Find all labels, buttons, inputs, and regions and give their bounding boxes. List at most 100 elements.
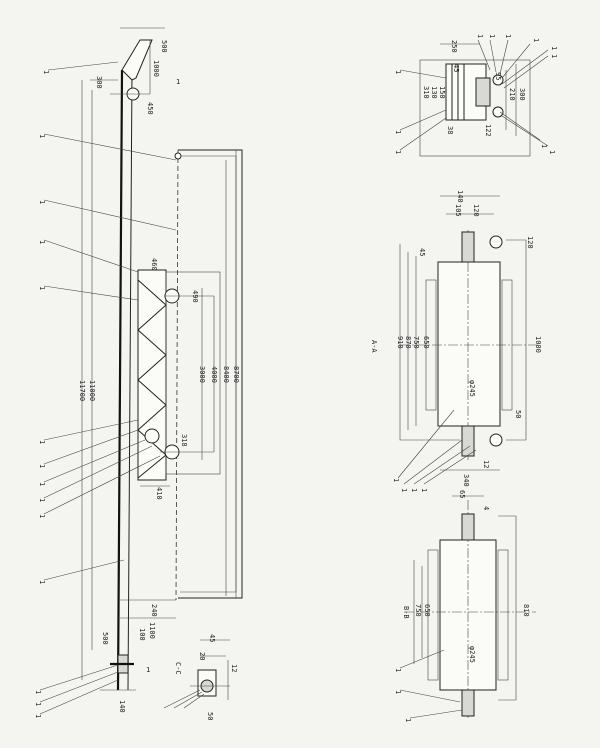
guide-dashed-line: [175, 149, 179, 601]
guard-box: [165, 271, 221, 475]
dim-500-top: 500: [160, 40, 168, 53]
callout-8: 1: [38, 482, 46, 486]
dim-4000: 4000: [210, 366, 218, 383]
a-dim-diameter: φ245: [468, 380, 476, 397]
a-dim-120-top: 120: [472, 204, 480, 217]
svg-text:1: 1: [420, 488, 428, 492]
a-label: A-A: [370, 340, 378, 353]
upper-hook: [174, 152, 182, 160]
section-mark-top: 1: [176, 78, 180, 86]
b-dim-810: 810: [522, 604, 530, 617]
a-bottom-bearing: [489, 433, 503, 447]
a-dim-870: 870: [404, 336, 412, 349]
dim-318: 318: [180, 434, 188, 447]
top-detail-wheel-a: [492, 74, 504, 86]
svg-text:1: 1: [404, 718, 412, 722]
top-detail-view: 250 45 310 130 150 210 300 122 95 38 1 1…: [394, 34, 558, 157]
svg-text:1: 1: [488, 34, 496, 38]
dim-240: 240: [150, 604, 158, 617]
callout-1: 1: [42, 70, 50, 74]
b-leaders: [399, 649, 463, 719]
dim-8700: 8700: [232, 366, 240, 383]
b-right-plate: [497, 549, 509, 681]
dim-3000: 3000: [198, 366, 206, 383]
b-label: B-B: [402, 606, 410, 619]
dim-1000: 1000: [152, 60, 160, 77]
svg-text:1: 1: [532, 38, 540, 42]
svg-text:1: 1: [394, 690, 402, 694]
a-top-shaft: [461, 231, 475, 263]
b-left-plate: [427, 549, 439, 681]
callout-7: 1: [38, 464, 46, 468]
callout-5: 1: [38, 286, 46, 290]
b-callouts: 1 1 1: [394, 668, 412, 722]
dim-140: 140: [118, 700, 126, 713]
svg-text:1: 1: [394, 70, 402, 74]
a-dim-140: 140: [456, 190, 464, 203]
svg-text:1: 1: [394, 150, 402, 154]
callout-4: 1: [38, 240, 46, 244]
b-bottom-shaft: [461, 689, 475, 717]
a-leaders: [397, 409, 477, 485]
c-dim-50: 50: [206, 712, 214, 720]
top-detail-wheel-b: [492, 106, 504, 118]
middle-roller: [144, 428, 160, 444]
c-leaders: [163, 689, 205, 709]
svg-text:1: 1: [550, 46, 558, 50]
truss-frame: [137, 269, 167, 481]
main-elevation-view: 11700 11000 1000 300 500 450 460 490 300…: [34, 27, 243, 718]
top-dim-95: 95: [494, 72, 502, 80]
callout-14: 1: [34, 714, 42, 718]
svg-text:1: 1: [400, 488, 408, 492]
a-dim-45: 45: [418, 248, 426, 256]
column-outer-line: [116, 69, 124, 691]
callout-12: 1: [34, 690, 42, 694]
dim-1100: 1100: [148, 622, 156, 639]
dim-410: 410: [155, 487, 163, 500]
a-dim-650: 650: [422, 336, 430, 349]
c-label: C-C: [174, 662, 182, 675]
dim-300: 300: [95, 76, 103, 89]
b-dim-650: 650: [423, 604, 431, 617]
callout-3: 1: [38, 200, 46, 204]
a-callouts: 1 1 1 1: [392, 478, 428, 492]
column-inner-line: [127, 69, 133, 691]
top-dim-45: 45: [452, 64, 460, 72]
b-top-shaft: [461, 513, 475, 541]
section-a-view: A-A 140 120 105 45 120 910 870 750 650 1…: [370, 190, 542, 492]
top-dim-210: 210: [508, 88, 516, 101]
b-side-bracket: [498, 515, 517, 701]
top-dim-310: 310: [422, 86, 430, 99]
dim-450: 450: [146, 102, 154, 115]
svg-text:1: 1: [394, 130, 402, 134]
outer-frame-loop: [178, 149, 243, 599]
dim-11000: 11000: [88, 380, 96, 401]
svg-text:1: 1: [548, 150, 556, 154]
c-dim-45: 45: [208, 634, 216, 642]
a-dim-120-side: 120: [526, 236, 534, 249]
a-dim-50: 50: [514, 410, 522, 418]
svg-text:1: 1: [550, 54, 558, 58]
callout-6: 1: [38, 440, 46, 444]
callout-10: 1: [38, 514, 46, 518]
top-dim-130: 130: [430, 86, 438, 99]
a-dim-340: 340: [462, 474, 470, 487]
column-head-bracket: [121, 39, 153, 81]
a-dim-1000: 1000: [534, 336, 542, 353]
a-dim-910: 910: [396, 336, 404, 349]
callout-9: 1: [38, 498, 46, 502]
top-dim-300: 300: [518, 88, 526, 101]
a-drum: [437, 261, 501, 427]
c-dim-20: 20: [198, 652, 206, 660]
section-mark-bottom: 1: [146, 666, 150, 674]
dim-490: 490: [191, 290, 199, 303]
b-dim-65: 65: [458, 490, 466, 498]
a-dim-105: 105: [454, 204, 462, 217]
a-dim-750: 750: [412, 336, 420, 349]
top-detail-gear: [475, 77, 491, 107]
dim-100: 100: [138, 628, 146, 641]
a-dim-12: 12: [482, 460, 490, 468]
dim-11700: 11700: [78, 380, 86, 401]
svg-text:1: 1: [394, 668, 402, 672]
